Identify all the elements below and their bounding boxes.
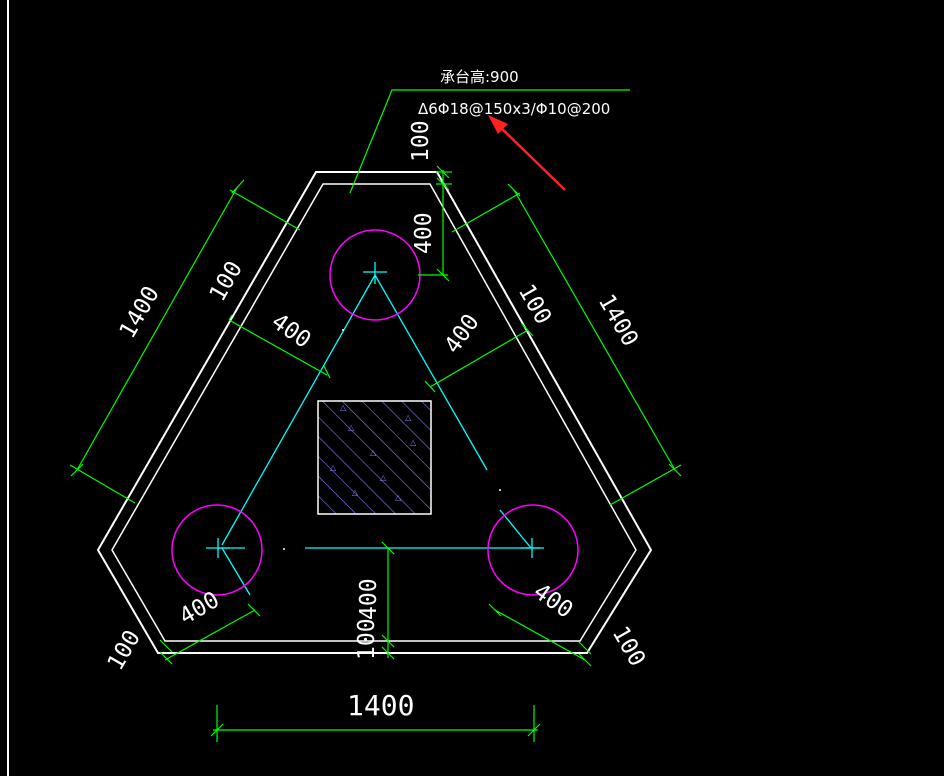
- svg-text:△: △: [348, 423, 355, 432]
- dimension-lines: [69, 89, 682, 742]
- dim-right-edge-offset: 100: [513, 280, 556, 329]
- dim-left-side: 1400: [115, 282, 165, 343]
- svg-text:△: △: [330, 463, 337, 472]
- dim-left-edge-offset: 100: [205, 257, 248, 306]
- dim-right-side: 1400: [593, 290, 643, 351]
- svg-text:△: △: [405, 413, 412, 422]
- dim-bottom-vertical: 400: [356, 578, 382, 620]
- dim-top-offset: 100: [408, 120, 434, 162]
- marker-dots: [283, 329, 501, 550]
- svg-text:△: △: [340, 403, 347, 412]
- pile-bottom-right: [487, 504, 579, 596]
- column: △ △ △ △ △ △ △ △ △: [317, 400, 432, 515]
- dim-right-pile-offset: 400: [440, 309, 485, 358]
- pile-center-lines: [206, 262, 544, 596]
- svg-text:△: △: [410, 438, 417, 447]
- dim-bottom-center-offset: 100: [354, 618, 380, 660]
- dim-bottom-left-corner: 100: [103, 626, 146, 675]
- dim-bottom-right-corner: 100: [607, 622, 650, 671]
- dim-bottom-width: 1400: [347, 689, 414, 722]
- cap-inner-outline: [111, 183, 637, 642]
- svg-text:△: △: [380, 473, 387, 482]
- red-arrow: [488, 115, 566, 191]
- dim-left-pile-offset: 400: [267, 309, 316, 354]
- svg-text:△: △: [370, 448, 377, 457]
- dim-bottom-right-pile: 400: [529, 579, 578, 624]
- dim-top-pile-vertical: 400: [411, 212, 437, 254]
- rebar-label: Δ6Φ18@150x3/Φ10@200: [418, 100, 610, 118]
- svg-text:△: △: [352, 488, 359, 497]
- pile-bottom-left: [171, 504, 263, 596]
- dim-bottom-left-pile: 400: [175, 587, 224, 630]
- cap-height-label: 承台高:900: [440, 68, 519, 86]
- svg-text:△: △: [395, 493, 402, 502]
